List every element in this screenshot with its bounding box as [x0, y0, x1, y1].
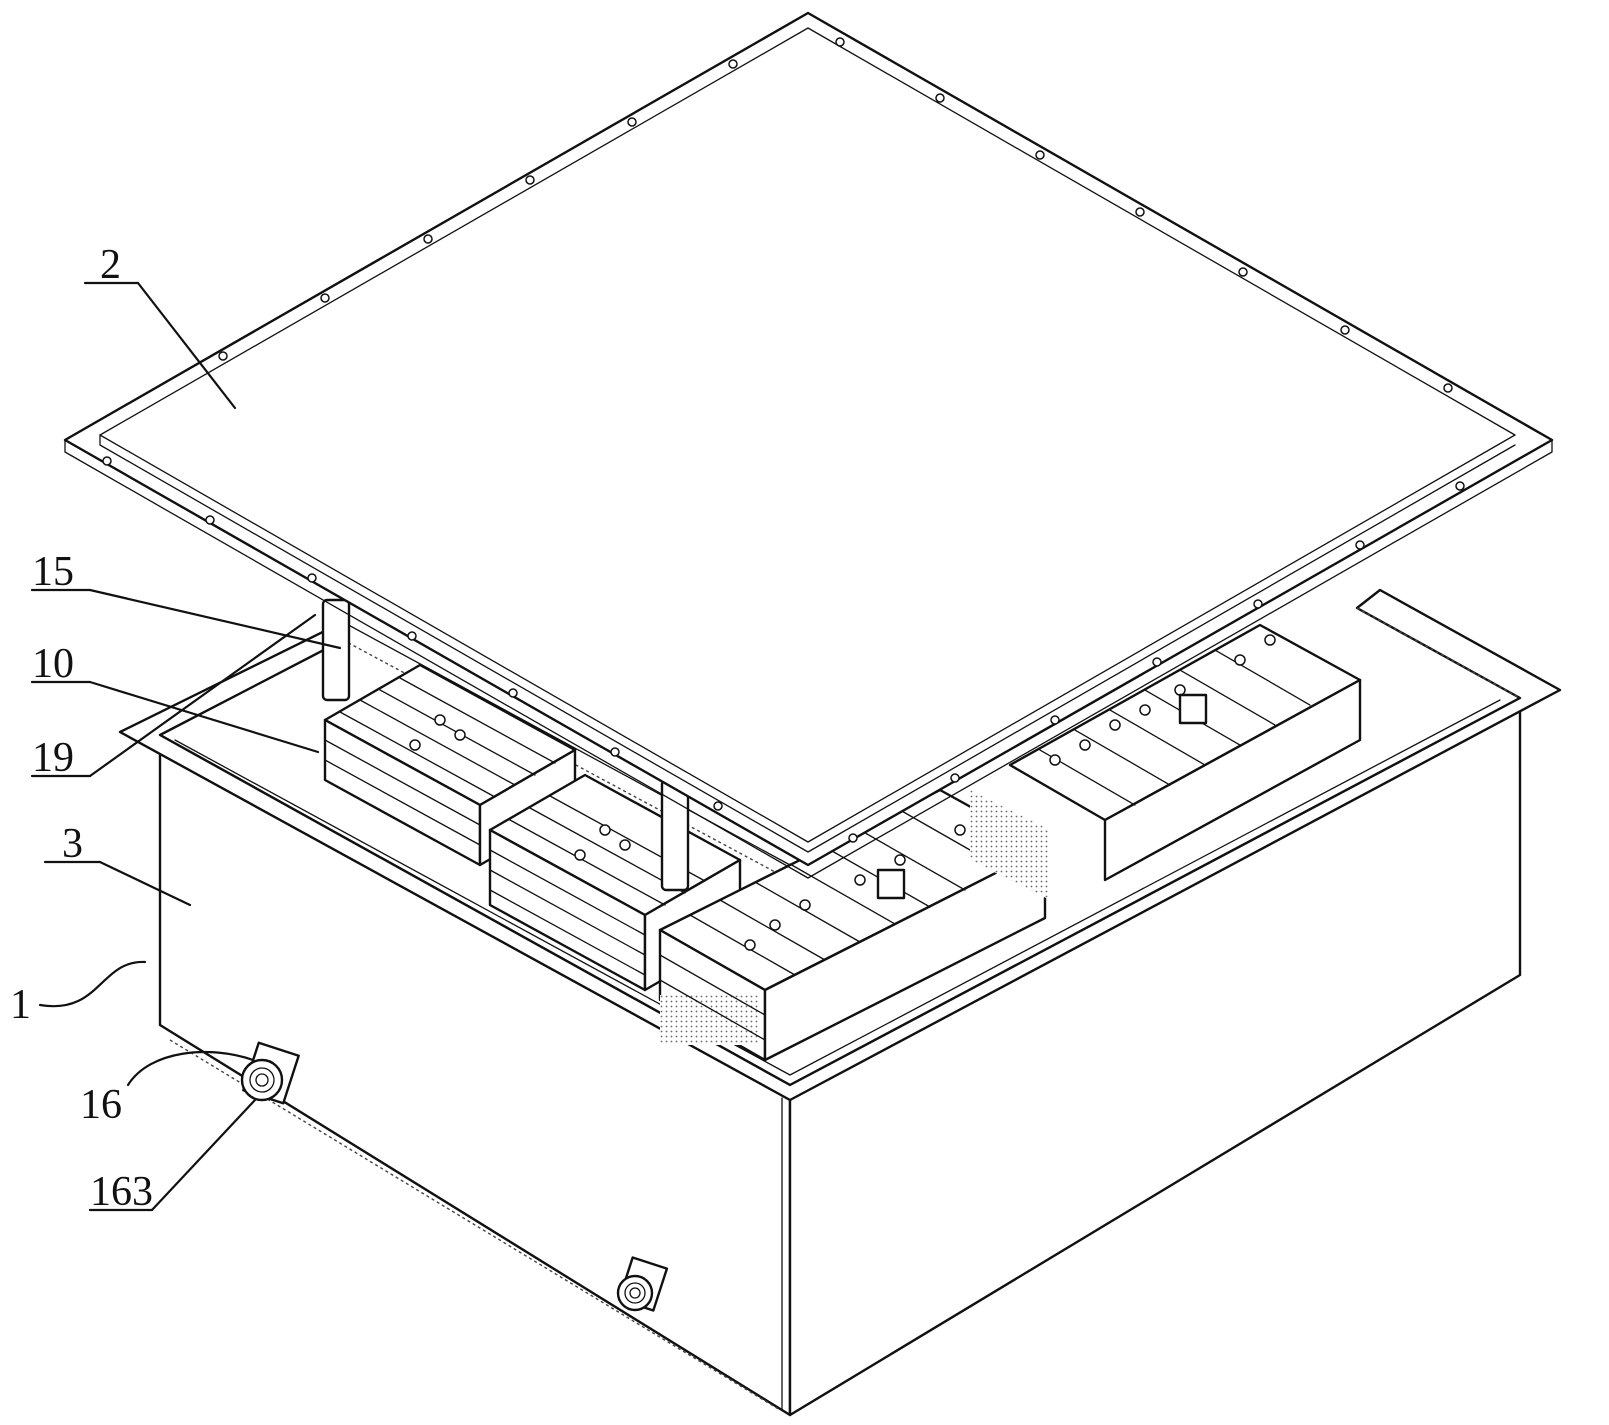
lid-inner: [99, 27, 1516, 843]
module-right: [970, 623, 1362, 900]
post-left: [321, 598, 351, 702]
module-left-1: [323, 663, 577, 867]
battery-modules: [323, 623, 1362, 1062]
label-post: 15: [32, 549, 74, 595]
lid: [63, 11, 1554, 879]
lid-bolt-holes: [102, 37, 1465, 843]
module-front: [658, 788, 1047, 1062]
label-box: 1: [10, 982, 31, 1028]
label-lid: 2: [100, 242, 121, 288]
support-posts: [321, 598, 690, 892]
label-connector: 16: [80, 1082, 122, 1128]
reference-labels: 2 15 10 19 3 1 16 163: [10, 242, 153, 1215]
leader-lines: [30, 281, 342, 1212]
connector-front-left: [240, 1041, 300, 1105]
connector-front-right: [616, 1256, 669, 1312]
label-module: 10: [32, 641, 74, 687]
label-box-wall: 3: [62, 821, 83, 867]
label-flange: 19: [32, 735, 74, 781]
label-connector-face: 163: [90, 1169, 153, 1215]
